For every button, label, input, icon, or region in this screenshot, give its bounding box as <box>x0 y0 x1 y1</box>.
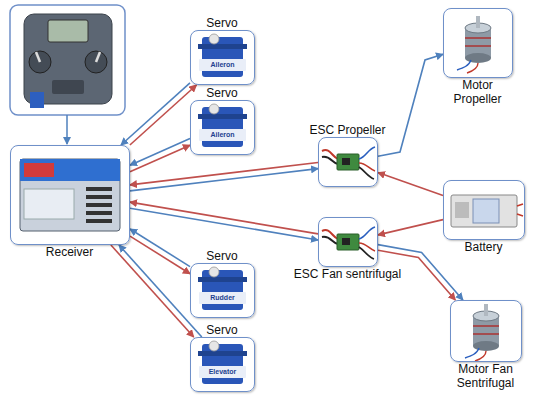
component-label: Servo <box>190 249 255 263</box>
component-box: Battery <box>443 180 525 240</box>
servo-sticker-label: Elevator <box>191 367 254 377</box>
servo-sticker-label: Aileron <box>191 60 254 70</box>
motor-picture <box>465 304 499 361</box>
esc-picture <box>322 227 375 259</box>
power-wire <box>111 245 194 337</box>
signal-wire <box>130 169 318 191</box>
component-label: Servo <box>190 16 255 30</box>
power-wire <box>130 85 197 145</box>
power-wire <box>130 202 318 234</box>
signal-wire <box>130 139 190 166</box>
power-wire <box>378 220 443 235</box>
servo-picture <box>198 104 247 147</box>
component-box: ESC Propeller <box>318 137 378 187</box>
esc-picture <box>322 147 375 179</box>
component-box: Motor Fan Sentrifugal <box>450 300 522 362</box>
component-label: ESC Propeller <box>298 123 398 137</box>
servo-sticker-label: Rudder <box>191 293 254 303</box>
signal-wire <box>121 83 190 145</box>
power-wire <box>378 173 443 196</box>
component-box: Receiver <box>10 145 130 245</box>
servo-picture <box>198 34 247 77</box>
power-wire <box>130 163 318 185</box>
component-label: Servo <box>190 323 255 337</box>
component-box: ServoAileron <box>190 100 255 155</box>
component-box: ESC Fan sentrifugal <box>318 217 378 267</box>
receiver-picture <box>20 159 120 231</box>
signal-wire <box>378 54 443 156</box>
motor-picture <box>457 16 491 73</box>
component-box: ServoElevator <box>190 337 255 392</box>
servo-picture <box>198 267 247 310</box>
component-box: ServoRudder <box>190 263 255 318</box>
radio-link-arrow <box>66 115 68 144</box>
transmitter-picture <box>10 5 125 115</box>
battery-picture <box>451 195 523 227</box>
component-label: Receiver <box>20 245 120 259</box>
component-label: ESC Fan sentrifugal <box>283 267 413 281</box>
servo-picture <box>198 341 247 384</box>
component-label: Motor Propeller <box>438 78 518 106</box>
signal-wire <box>130 229 190 267</box>
signal-wire <box>130 208 318 240</box>
component-label: Battery <box>444 240 524 254</box>
component-label: Servo <box>190 86 255 100</box>
servo-sticker-label: Aileron <box>191 130 254 140</box>
component-label: Motor Fan Sentrifugal <box>446 362 526 390</box>
power-wire <box>130 145 190 172</box>
component-box: ServoAileron <box>190 30 255 85</box>
component-box: Motor Propeller <box>443 8 513 78</box>
